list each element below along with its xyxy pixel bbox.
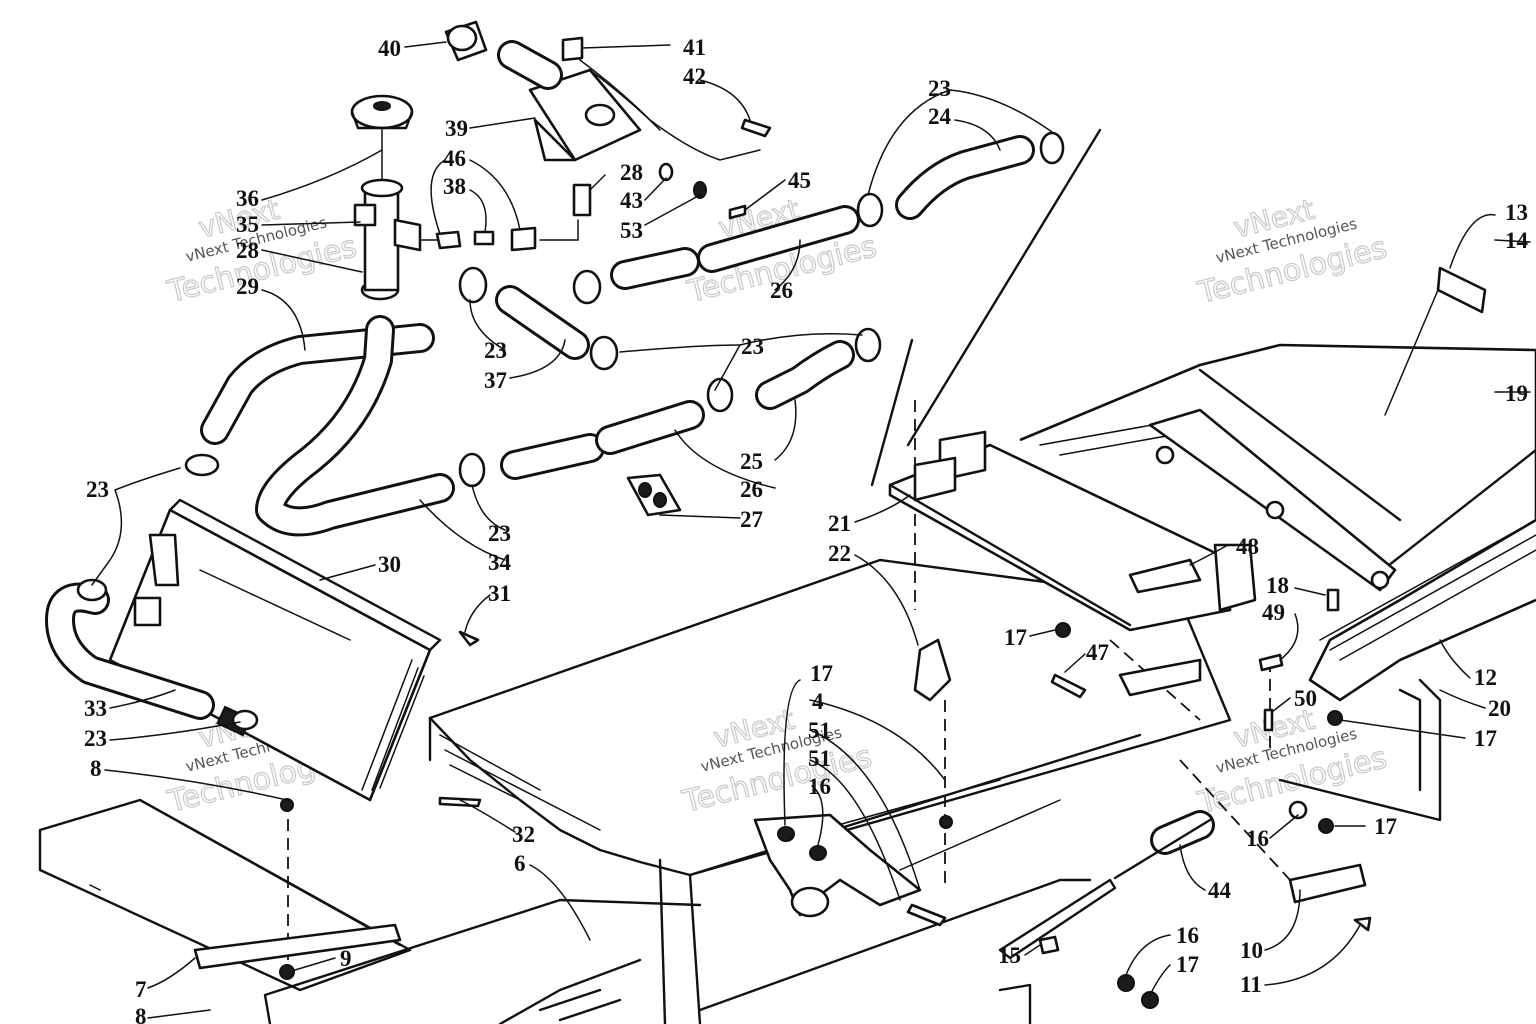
- callout-31: 31: [488, 581, 511, 606]
- knob-40: [444, 20, 488, 62]
- rear-frame-assembly: [1019, 266, 1536, 822]
- callout-23: 23: [928, 76, 951, 101]
- bracket-39: [497, 40, 642, 162]
- filler-neck-35: [353, 178, 422, 292]
- callout-26: 26: [770, 278, 793, 303]
- callout-29: 29: [236, 274, 259, 299]
- callout-24: 24: [928, 104, 952, 129]
- callout-41: 41: [683, 35, 706, 60]
- gasket-27: [626, 473, 682, 517]
- callout-45: 45: [788, 168, 811, 193]
- hose-25: [755, 340, 855, 410]
- callout-30: 30: [378, 552, 401, 577]
- callout-27: 27: [740, 507, 763, 532]
- callout-8: 8: [90, 756, 102, 781]
- callout-23: 23: [484, 338, 507, 363]
- callout-9: 9: [340, 946, 352, 971]
- callout-53: 53: [620, 218, 643, 243]
- tubes-short: [500, 247, 700, 480]
- callout-42: 42: [683, 64, 706, 89]
- leader-lines: [91, 41, 1531, 1019]
- callout-36: 36: [236, 186, 259, 211]
- callout-34: 34: [488, 550, 512, 575]
- callout-17: 17: [1374, 814, 1397, 839]
- callout-11: 11: [1240, 972, 1262, 997]
- callout-17: 17: [1176, 952, 1199, 977]
- callout-38: 38: [443, 174, 466, 199]
- callout-7: 7: [135, 977, 147, 1002]
- callout-10: 10: [1240, 938, 1263, 963]
- callout-51: 51: [808, 718, 831, 743]
- callout-23: 23: [86, 477, 109, 502]
- callout-50: 50: [1294, 686, 1317, 711]
- callout-18: 18: [1266, 573, 1289, 598]
- callout-23: 23: [741, 334, 764, 359]
- callout-14: 14: [1505, 228, 1529, 253]
- tube-26-top: [697, 205, 860, 273]
- callout-40: 40: [378, 36, 401, 61]
- hose-29: [200, 323, 435, 445]
- callout-23: 23: [84, 726, 107, 751]
- tube-44: [1113, 810, 1215, 880]
- callout-15: 15: [998, 943, 1021, 968]
- small-parts-row: [419, 162, 747, 252]
- callout-51: 51: [808, 746, 831, 771]
- callout-44: 44: [1208, 878, 1232, 903]
- fasteners: [133, 533, 1372, 1009]
- callout-17: 17: [1004, 625, 1027, 650]
- callout-labels: 40 41 42 39 36 35 28 29 46 38 28 43 53 4…: [84, 35, 1529, 1024]
- callout-28: 28: [236, 238, 259, 263]
- callout-28b: 28: [620, 160, 643, 185]
- tube-37: [495, 285, 590, 360]
- callout-32: 32: [512, 822, 535, 847]
- callout-23: 23: [488, 521, 511, 546]
- radiator-cap-36: [350, 94, 414, 181]
- callout-16: 16: [1246, 826, 1269, 851]
- callout-13: 13: [1505, 200, 1528, 225]
- callout-17: 17: [1474, 726, 1497, 751]
- callout-6: 6: [514, 851, 526, 876]
- callout-33: 33: [84, 696, 107, 721]
- callout-48: 48: [1236, 534, 1259, 559]
- fitting-41: [561, 36, 584, 62]
- callout-17: 17: [810, 661, 833, 686]
- callout-12: 12: [1474, 665, 1497, 690]
- callout-37: 37: [484, 368, 507, 393]
- callout-16: 16: [808, 774, 831, 799]
- hose-24: [895, 135, 1035, 220]
- cable-42: [579, 59, 772, 161]
- callout-8: 8: [135, 1004, 147, 1024]
- callout-46: 46: [443, 146, 466, 171]
- callout-39: 39: [445, 116, 468, 141]
- callout-43: 43: [620, 188, 643, 213]
- callout-22: 22: [828, 541, 851, 566]
- hose-33: [45, 582, 215, 720]
- callout-19: 19: [1505, 381, 1528, 406]
- callout-4: 4: [812, 689, 824, 714]
- callout-47: 47: [1086, 640, 1109, 665]
- mudflap-22: [913, 638, 952, 702]
- callout-49: 49: [1262, 600, 1285, 625]
- callout-21: 21: [828, 511, 851, 536]
- callout-26: 26: [740, 477, 763, 502]
- callout-25: 25: [740, 449, 763, 474]
- hose-34: [255, 315, 455, 537]
- tube-26-low: [595, 400, 705, 455]
- callout-20: 20: [1488, 696, 1511, 721]
- callout-35: 35: [236, 212, 259, 237]
- callout-16: 16: [1176, 923, 1199, 948]
